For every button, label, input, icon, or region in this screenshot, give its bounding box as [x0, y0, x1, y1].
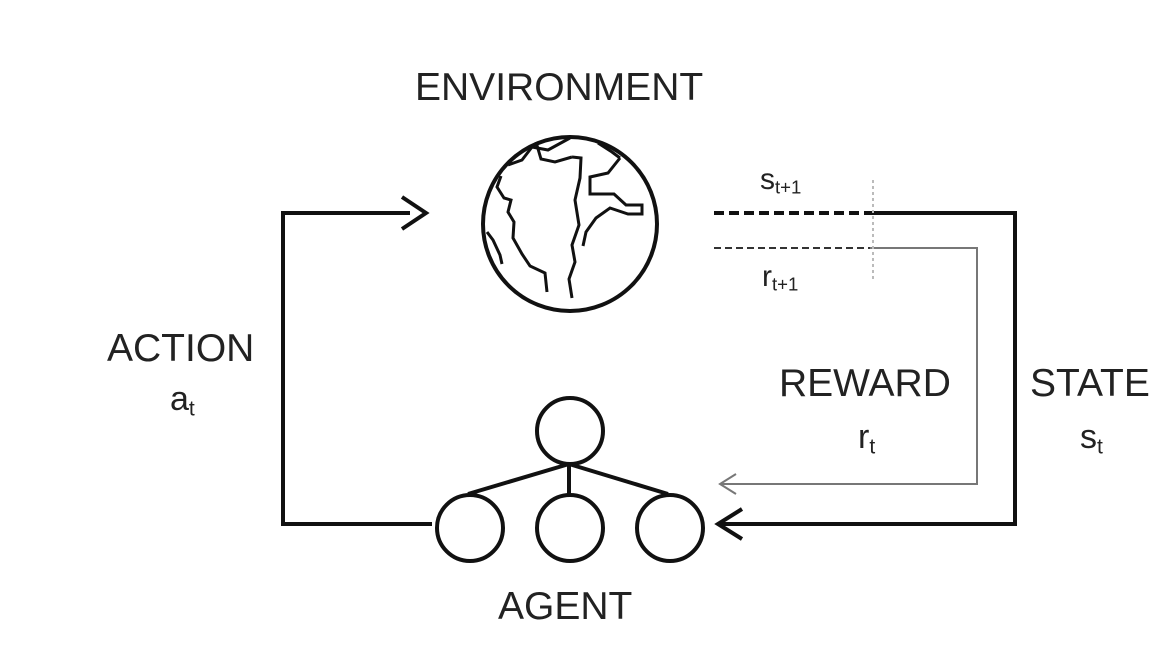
reward-arrowhead [718, 473, 737, 495]
state-symbol: st [1080, 418, 1103, 459]
agent-label: AGENT [498, 585, 633, 628]
action-arrowhead [400, 195, 430, 231]
action-symbol: at [170, 380, 195, 421]
state-arrowhead [714, 507, 744, 541]
state-path [720, 211, 1017, 526]
action-path [281, 211, 432, 526]
agent-network-icon [435, 396, 705, 563]
action-label: ACTION [107, 327, 255, 370]
next-state-symbol: st+1 [760, 163, 802, 198]
next-reward-symbol: rt+1 [762, 260, 799, 295]
reward-label: REWARD [779, 362, 951, 405]
reward-path [720, 247, 978, 485]
environment-label: ENVIRONMENT [415, 66, 704, 109]
globe-icon [481, 135, 659, 313]
reward-symbol: rt [858, 418, 876, 459]
state-label: STATE [1030, 362, 1150, 405]
